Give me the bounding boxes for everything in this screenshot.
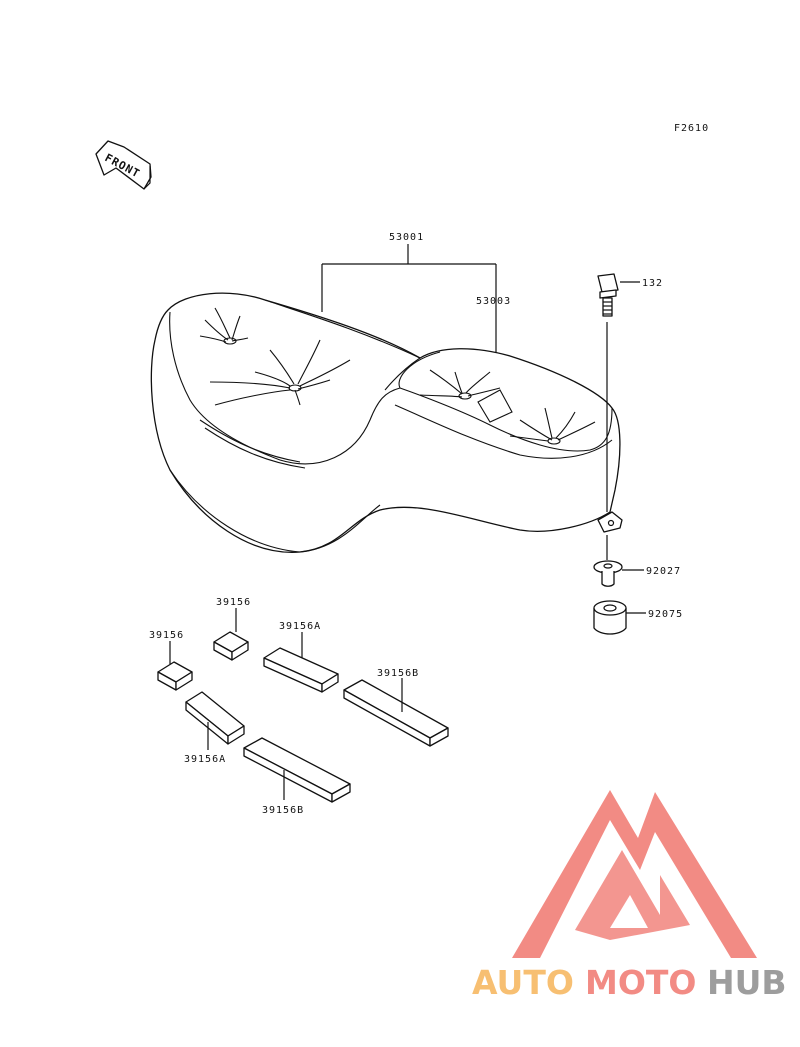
pad-b-lower-icon	[243, 737, 351, 803]
collar-icon	[593, 560, 623, 587]
seat-icon	[150, 292, 623, 553]
label-pad-left: 39156	[149, 630, 184, 641]
triangle-m-logo-icon	[512, 790, 757, 958]
watermark-hub: HUB	[707, 963, 787, 1002]
watermark: AUTO MOTO HUB	[472, 790, 787, 1002]
label-bolt: 132	[642, 278, 663, 289]
figure-code: F2610	[674, 123, 709, 134]
front-arrow-icon: FRONT	[95, 140, 152, 190]
bolt-icon	[597, 273, 619, 317]
label-pad-b-upper: 39156B	[377, 668, 419, 679]
label-pad-upper: 39156	[216, 597, 251, 608]
label-grommet: 92075	[648, 609, 683, 620]
label-collar: 92027	[646, 566, 681, 577]
label-seat-cover: 53003	[476, 296, 511, 307]
pad-a-lower-icon	[185, 691, 245, 745]
pad-upper-icon	[213, 631, 249, 661]
label-pad-a-upper: 39156A	[279, 621, 321, 632]
watermark-moto: MOTO	[585, 963, 696, 1002]
label-pad-b-lower: 39156B	[262, 805, 304, 816]
grommet-icon	[593, 600, 627, 635]
watermark-auto: AUTO	[472, 963, 574, 1002]
pad-left-icon	[157, 661, 193, 691]
label-pad-a-lower: 39156A	[184, 754, 226, 765]
pad-a-upper-icon	[263, 647, 339, 693]
pad-b-upper-icon	[343, 679, 449, 747]
label-seat-assy: 53001	[389, 232, 424, 243]
